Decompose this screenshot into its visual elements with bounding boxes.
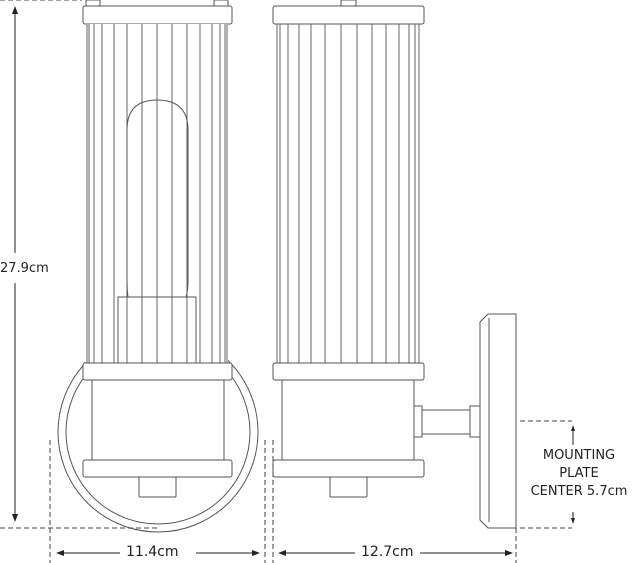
side-upper-band: [272, 362, 425, 381]
mounting-plate-line2: PLATE: [559, 466, 599, 481]
dimension-lines: [0, 0, 575, 563]
top-nub-right: [213, 0, 229, 7]
top-cap: [82, 5, 233, 25]
arrow-up-icon: [571, 425, 575, 431]
side-top-cap: [272, 5, 425, 25]
arrow-left-icon: [56, 550, 64, 556]
wall-mounting-plate: [479, 313, 517, 529]
arrow-left-icon: [278, 550, 286, 556]
front-width-dimension-label: 11.4cm: [126, 544, 179, 560]
arrow-right-icon: [252, 550, 260, 556]
side-glass-rods: [276, 24, 420, 363]
side-lower-band: [272, 459, 425, 478]
front-view: [57, 0, 259, 533]
side-top-nub: [340, 0, 357, 7]
side-view: [272, 0, 517, 529]
mounting-plate-line3: CENTER 5.7cm: [530, 484, 628, 499]
arm-collar-left: [413, 405, 423, 438]
top-nub-left: [85, 0, 101, 7]
side-bottom-finial: [329, 476, 368, 498]
mounting-plate-center-label: MOUNTING PLATE CENTER 5.7cm: [524, 447, 634, 501]
arrow-down-icon: [12, 514, 18, 522]
arm-tube: [421, 409, 471, 435]
mounting-plate-line1: MOUNTING: [542, 448, 616, 463]
arm-collar-right: [469, 405, 481, 438]
side-depth-dimension-label: 12.7cm: [361, 544, 414, 560]
fixture-body: [91, 379, 225, 461]
glass-rods: [86, 24, 228, 363]
lower-band: [82, 459, 233, 478]
arrow-right-icon: [505, 550, 513, 556]
arrow-down-icon: [571, 518, 575, 524]
arrow-up-icon: [12, 6, 18, 14]
height-dimension-label: 27.9cm: [0, 261, 49, 276]
bottom-finial: [138, 476, 177, 498]
upper-band: [82, 362, 233, 381]
bulb-outline: [126, 99, 189, 298]
side-fixture-body: [281, 379, 415, 461]
